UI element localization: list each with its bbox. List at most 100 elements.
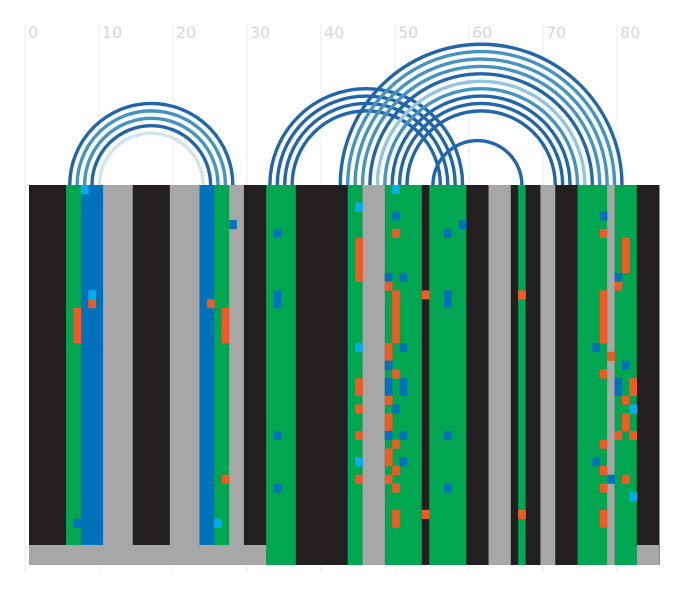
heatmap-cell-orange xyxy=(384,457,393,467)
heatmap-cell-orange xyxy=(518,290,526,300)
heatmap-column-black xyxy=(510,185,519,565)
arc-link xyxy=(397,101,565,186)
arc-link xyxy=(390,94,572,186)
heatmap-cell-orange xyxy=(355,255,363,265)
x-tick-label: 70 xyxy=(546,23,566,42)
heatmap-cell-orange xyxy=(392,334,400,344)
heatmap-cell-blue xyxy=(392,211,400,221)
heatmap-cell-orange xyxy=(221,334,230,344)
heatmap-cell-orange xyxy=(621,246,630,256)
heatmap-cell-cyan xyxy=(355,343,363,353)
x-tick-label: 30 xyxy=(250,23,270,42)
heatmap-cell-orange xyxy=(599,483,608,493)
heatmap-cell-orange xyxy=(384,413,393,423)
heatmap-cell-orange xyxy=(518,509,526,519)
heatmap-cell-cyan xyxy=(214,518,223,528)
heatmap-cell-blue xyxy=(73,518,82,528)
heatmap-cell-blue xyxy=(273,483,282,493)
heatmap-cell-orange xyxy=(392,465,400,476)
arc-link xyxy=(90,124,213,186)
heatmap-cell-orange xyxy=(599,228,608,238)
heatmap-cell-orange xyxy=(221,307,230,318)
heatmap-column-black xyxy=(636,185,660,565)
arc-link xyxy=(290,109,443,186)
arc-link xyxy=(375,79,587,186)
heatmap-cell-blue xyxy=(614,378,623,388)
heatmap-cell-blue xyxy=(607,474,615,484)
x-tick-label: 80 xyxy=(620,23,640,42)
heatmap-cell-blue xyxy=(384,386,393,397)
heatmap-cell-orange xyxy=(88,299,97,309)
heatmap-cell-orange xyxy=(206,299,215,309)
heatmap-cell-orange xyxy=(384,281,393,291)
x-tick-label: 40 xyxy=(324,23,344,42)
heatmap-cell-orange xyxy=(621,474,630,484)
heatmap-cell-orange xyxy=(355,237,363,247)
heatmap-cell-orange xyxy=(384,474,393,484)
heatmap-cell-orange xyxy=(392,483,400,493)
heatmap-cell-orange xyxy=(599,334,608,344)
x-tick-label: 0 xyxy=(28,23,38,42)
heatmap-cell-cyan xyxy=(392,185,400,195)
arc-link xyxy=(405,109,557,186)
heatmap-column-green xyxy=(214,185,230,565)
heatmap-cell-blue xyxy=(384,272,393,282)
heatmap-column-blue xyxy=(80,185,104,565)
heatmap-column-gray xyxy=(362,185,386,565)
arc-link xyxy=(268,86,465,186)
heatmap-cell-orange xyxy=(621,422,630,432)
heatmap-column-green xyxy=(384,185,423,565)
arc-link xyxy=(275,94,457,186)
heatmap-column-green xyxy=(429,185,467,565)
heatmap-column-gray xyxy=(607,185,616,565)
heatmap-cell-orange xyxy=(629,430,638,440)
arc-link xyxy=(383,86,580,186)
arc-link xyxy=(353,57,609,186)
heatmap-cell-blue xyxy=(614,386,623,397)
heatmap-cell-orange xyxy=(621,264,630,274)
heatmap-column-black xyxy=(555,185,578,565)
heatmap-cell-orange xyxy=(421,290,430,300)
heatmap-cell-orange xyxy=(392,290,400,300)
heatmap-cell-orange xyxy=(392,299,400,309)
heatmap-cell-orange xyxy=(221,325,230,335)
heatmap-column-black xyxy=(243,185,267,565)
heatmap-cell-blue xyxy=(444,299,452,309)
heatmap-cell-orange xyxy=(599,299,608,309)
heatmap-cell-blue xyxy=(384,430,393,440)
heatmap-cell-orange xyxy=(392,439,400,449)
heatmap-cell-orange xyxy=(355,474,363,484)
heatmap-cell-orange xyxy=(621,237,630,247)
heatmap-cell-blue xyxy=(444,228,452,238)
arc-link xyxy=(68,101,235,186)
heatmap-cell-orange xyxy=(599,290,608,300)
heatmap-cell-orange xyxy=(355,246,363,256)
heatmap-cell-blue xyxy=(592,343,601,353)
heatmap-cell-blue xyxy=(399,272,408,282)
x-tick-label: 10 xyxy=(102,23,122,42)
heatmap-bottom-band xyxy=(636,545,659,565)
heatmap-cell-orange xyxy=(355,378,363,388)
arc-link xyxy=(346,50,617,186)
heatmap-cell-blue xyxy=(80,509,89,519)
arc-links xyxy=(68,42,624,186)
heatmap-cell-blue xyxy=(458,220,467,230)
heatmap-cell-blue xyxy=(399,343,408,353)
heatmap-cell-blue xyxy=(621,360,630,370)
heatmap-column-black xyxy=(466,185,490,565)
arc-link xyxy=(97,131,205,186)
heatmap-cell-orange xyxy=(392,369,400,379)
heatmap-column-gray xyxy=(169,185,200,565)
heatmap-bottom-band xyxy=(29,545,267,565)
heatmap-cell-orange xyxy=(221,474,230,484)
heatmap-cell-orange xyxy=(621,255,630,265)
heatmap-cell-orange xyxy=(392,316,400,326)
arc-link xyxy=(82,116,220,186)
heatmap-cell-cyan xyxy=(355,457,363,467)
heatmap-cell-orange xyxy=(355,272,363,282)
heatmap-cell-orange xyxy=(392,509,400,519)
heatmap-cell-blue xyxy=(399,457,408,467)
heatmap-cell-blue xyxy=(444,430,452,440)
heatmap-cell-blue xyxy=(444,483,452,493)
